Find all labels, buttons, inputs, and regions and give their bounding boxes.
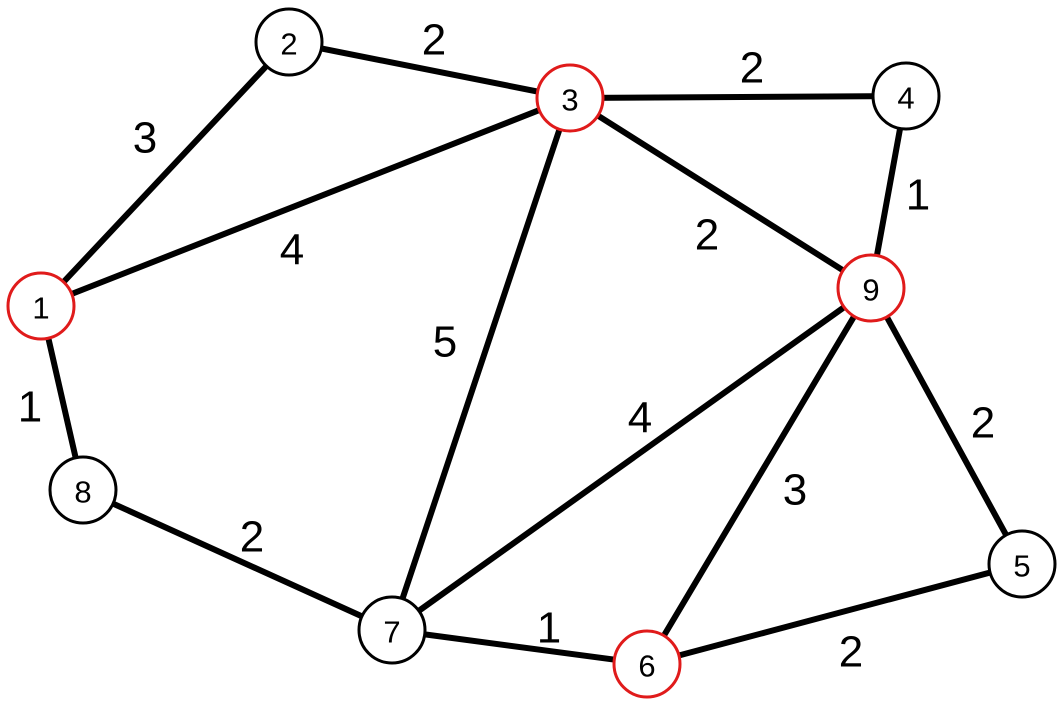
edge-9-5 [868,285,1025,567]
node-circle-5 [987,529,1057,599]
node-label-4: 4 [897,81,914,116]
edge-3-9 [567,95,874,291]
edge-weight-9-6: 3 [783,466,807,515]
node-label-3: 3 [561,83,578,118]
edge-weight-2-3: 2 [422,16,446,65]
edge-9-6 [644,285,874,667]
node-5: 5 [987,529,1057,599]
edge-7-6 [389,627,650,667]
node-circle-8 [48,455,118,525]
node-6: 6 [612,629,682,699]
node-label-7: 7 [383,615,400,650]
node-circle-3 [535,63,605,133]
node-circle-6 [612,629,682,699]
edge-weight-1-2: 3 [133,114,157,163]
node-label-6: 6 [638,649,655,684]
node-1: 1 [6,271,76,341]
edge-weight-3-4: 2 [740,44,764,93]
node-7: 7 [357,595,427,665]
edge-3-7 [389,95,573,633]
node-label-1: 1 [32,291,49,326]
node-label-5: 5 [1013,549,1030,584]
edge-8-7 [80,487,395,633]
edge-3-4 [567,93,909,101]
edge-weight-1-8: 1 [18,383,42,432]
edge-2-3 [286,39,573,101]
edge-weight-1-3: 4 [280,226,304,275]
nodes-layer: 1 2 3 4 5 6 7 8 9 [6,7,1057,699]
edge-weight-4-9: 1 [906,171,930,220]
node-label-9: 9 [862,273,879,308]
node-label-2: 2 [280,27,297,62]
edge-weight-3-9: 2 [695,211,719,260]
node-2: 2 [254,7,324,77]
edge-1-3 [38,95,573,309]
edge-weight-8-7: 2 [240,513,264,562]
node-9: 9 [836,253,906,323]
edge-weight-6-5: 2 [839,628,863,677]
edge-6-5 [644,561,1025,667]
edges-layer [38,39,1025,667]
node-4: 4 [871,61,941,131]
edge-weights-layer: 3 2 4 2 1 2 5 1 2 4 3 2 1 2 [18,16,995,677]
node-circle-9 [836,253,906,323]
node-label-8: 8 [74,475,91,510]
node-8: 8 [48,455,118,525]
edge-7-9 [389,285,874,633]
node-circle-7 [357,595,427,665]
node-circle-1 [6,271,76,341]
node-circle-4 [871,61,941,131]
edge-weight-9-5: 2 [971,399,995,448]
node-circle-2 [254,7,324,77]
edge-weight-7-9: 4 [628,394,652,443]
node-3: 3 [535,63,605,133]
edge-1-2 [38,39,292,309]
edge-weight-3-7: 5 [433,318,457,367]
edge-weight-7-6: 1 [537,604,561,653]
